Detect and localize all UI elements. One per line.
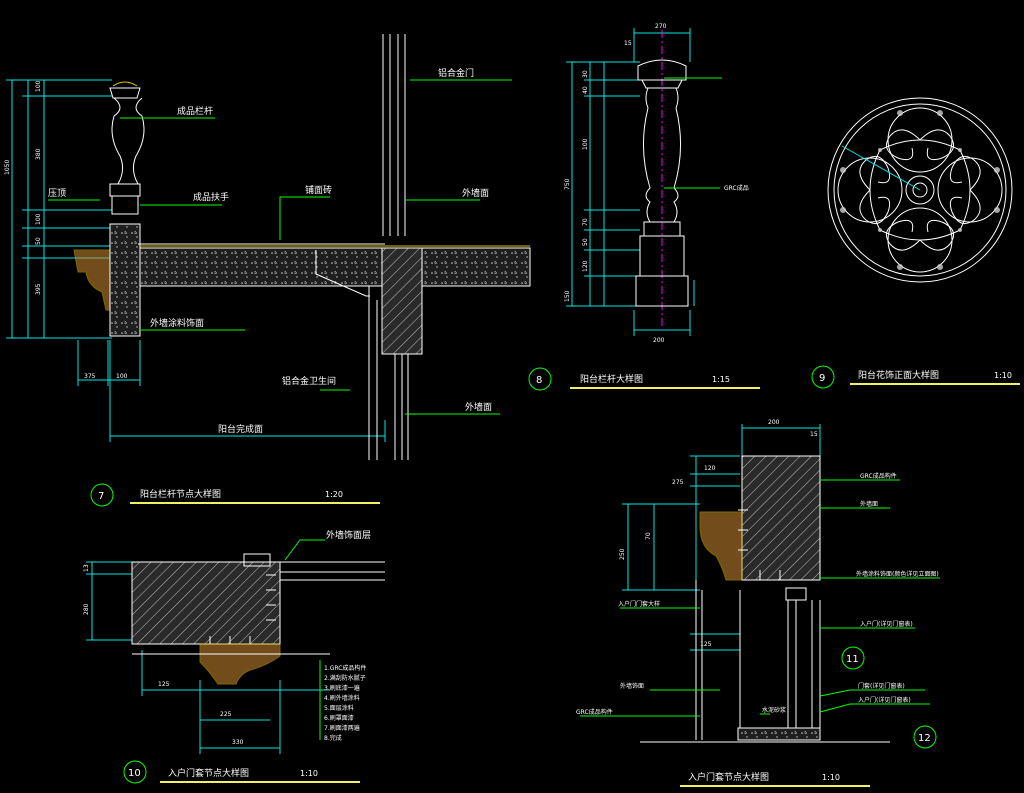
label-d7-cap: 压顶 [48, 188, 66, 199]
dim-d7-c: 100 [35, 213, 42, 225]
d10-note: 4.刷外墙涂料 [324, 694, 360, 702]
dim-d8-c: 100 [582, 138, 589, 150]
dim-d8-total: 750 [564, 178, 571, 190]
detail-12-title: 入户门套节点大样图 [688, 771, 769, 783]
dim-d10-a: 13 [83, 564, 90, 572]
detail-9-rosette-ornament: 9 阳台花饰正面大样图 1:10 [811, 97, 1020, 389]
d10-note: 1.GRC成品构件 [324, 664, 366, 672]
detail-10-marker [123, 760, 147, 784]
label-d7-gutter: 铝合金卫生间 [282, 375, 336, 387]
detail-10-scale: 1:10 [300, 769, 318, 778]
detail-12-marker [913, 725, 937, 749]
dim-d12-top: 200 [768, 419, 780, 426]
dim-d7-e: 395 [35, 283, 42, 295]
label-d12-6: 外墙饰面 [620, 682, 644, 690]
detail-9-number: 9 [819, 373, 825, 384]
dim-d12-d: 70 [645, 532, 652, 540]
dim-d7-a: 100 [35, 80, 42, 92]
label-d7-panel: 外墙面 [462, 187, 489, 199]
detail-7-title: 阳台栏杆节点大样图 [140, 488, 221, 500]
detail-9-marker [811, 365, 835, 389]
dim-d10-c: 125 [158, 681, 170, 688]
label-d12-5: 入户门门套大样 [618, 600, 660, 608]
d10-note: 3.刷底漆一遍 [324, 684, 360, 692]
d10-notes-list: 1.GRC成品构件 2.满刮防水腻子 3.刷底漆一遍 4.刷外墙涂料 5.面层涂… [324, 664, 366, 742]
dim-d8-top-offset: 15 [624, 40, 632, 47]
label-d12-2: 外墙面 [860, 500, 878, 508]
dim-d12-c: 250 [619, 548, 626, 560]
detail-8-number: 8 [536, 375, 542, 386]
detail-7-scale: 1:20 [325, 490, 343, 499]
dim-d7-bottom-b: 100 [116, 373, 128, 380]
dim-d10-d: 225 [220, 711, 232, 718]
detail-7-balcony-railing-section: 1050 100 380 100 50 395 375 100 [4, 34, 531, 507]
dim-d10-e: 330 [232, 739, 244, 746]
label-d7-floor: 阳台完成面 [218, 423, 263, 435]
d10-note: 6.刷罩面漆 [324, 714, 354, 722]
dim-d8-b: 40 [582, 86, 589, 94]
detail-12-number: 12 [918, 733, 931, 744]
detail-12-scale: 1:10 [822, 773, 840, 782]
dim-d7-bottom-a: 375 [84, 373, 96, 380]
dim-d12-a: 120 [704, 465, 716, 472]
label-d7-wall-top: 外墙涂料饰面 [150, 317, 204, 329]
dim-d7-b: 380 [35, 148, 42, 160]
dim-d7-total: 1050 [4, 160, 11, 175]
label-d12-4: 入户门(详见门窗表) [860, 620, 913, 628]
detail-11-number: 11 [846, 654, 859, 665]
baluster-elevation-shape [635, 59, 689, 307]
label-d12-10: 入户门(详见门窗表) [858, 696, 911, 704]
dim-d8-e: 50 [582, 238, 589, 246]
d10-note: 7.刷面漆两遍 [324, 724, 360, 732]
label-d12-9: 水泥砂浆 [762, 706, 786, 714]
dim-d12-e: 125 [700, 641, 712, 648]
label-d12-8: 门套(详见门窗表) [858, 682, 905, 690]
detail-8-title: 阳台栏杆大样图 [580, 373, 643, 385]
dim-d12-b: 275 [672, 479, 684, 486]
d10-note: 2.满刮防水腻子 [324, 674, 366, 682]
label-d12-1: GRC成品构件 [860, 472, 897, 480]
label-d10-leader: 外墙饰面层 [326, 529, 371, 541]
label-d12-7: GRC成品构件 [576, 708, 613, 716]
dim-d8-f: 120 [582, 260, 589, 272]
baluster-shape [109, 87, 145, 215]
label-d7-wall: 外墙面 [465, 401, 492, 413]
label-d8-mid: GRC成品 [724, 184, 749, 192]
dim-d8-g: 150 [564, 290, 571, 302]
dim-d7-d: 50 [35, 237, 42, 245]
detail-9-scale: 1:10 [994, 371, 1012, 380]
dim-d8-bottom: 200 [653, 337, 665, 344]
detail-10-number: 10 [128, 768, 141, 779]
dim-d8-a: 30 [582, 70, 589, 78]
detail-7-marker [90, 483, 114, 507]
detail-10-title: 入户门套节点大样图 [168, 767, 249, 779]
label-d7-baluster: 成品栏杆 [177, 105, 213, 117]
label-d7-tile: 铺面砖 [305, 184, 332, 196]
detail-7-number: 7 [98, 491, 104, 502]
detail-10-entry-door-frame: 13 280 125 225 330 外墙饰面层 1.GRC成品构件 2.满刮防… [83, 529, 385, 784]
label-d12-3: 外墙涂料饰面(颜色详见立面图) [856, 570, 939, 578]
detail-8-scale: 1:15 [712, 375, 730, 384]
d10-note: 5.面层涂料 [324, 704, 354, 712]
dim-d12-top-b: 15 [810, 431, 818, 438]
label-d7-handrail: 成品扶手 [193, 191, 229, 203]
d10-note: 8.完成 [324, 734, 342, 742]
detail-9-title: 阳台花饰正面大样图 [858, 369, 939, 381]
dim-d8-d: 70 [582, 218, 589, 226]
dim-d10-b: 280 [83, 603, 90, 615]
detail-8-marker [528, 367, 552, 391]
label-d7-door: 铝合金门 [438, 67, 474, 79]
dim-d8-top-width: 270 [655, 23, 667, 30]
detail-8-baluster-elevation: 270 15 750 30 40 100 70 50 120 150 200 G… [528, 23, 760, 391]
detail-11-marker [841, 646, 865, 670]
detail-12-entry-door-section: 200 15 120 275 250 70 125 [576, 419, 940, 787]
